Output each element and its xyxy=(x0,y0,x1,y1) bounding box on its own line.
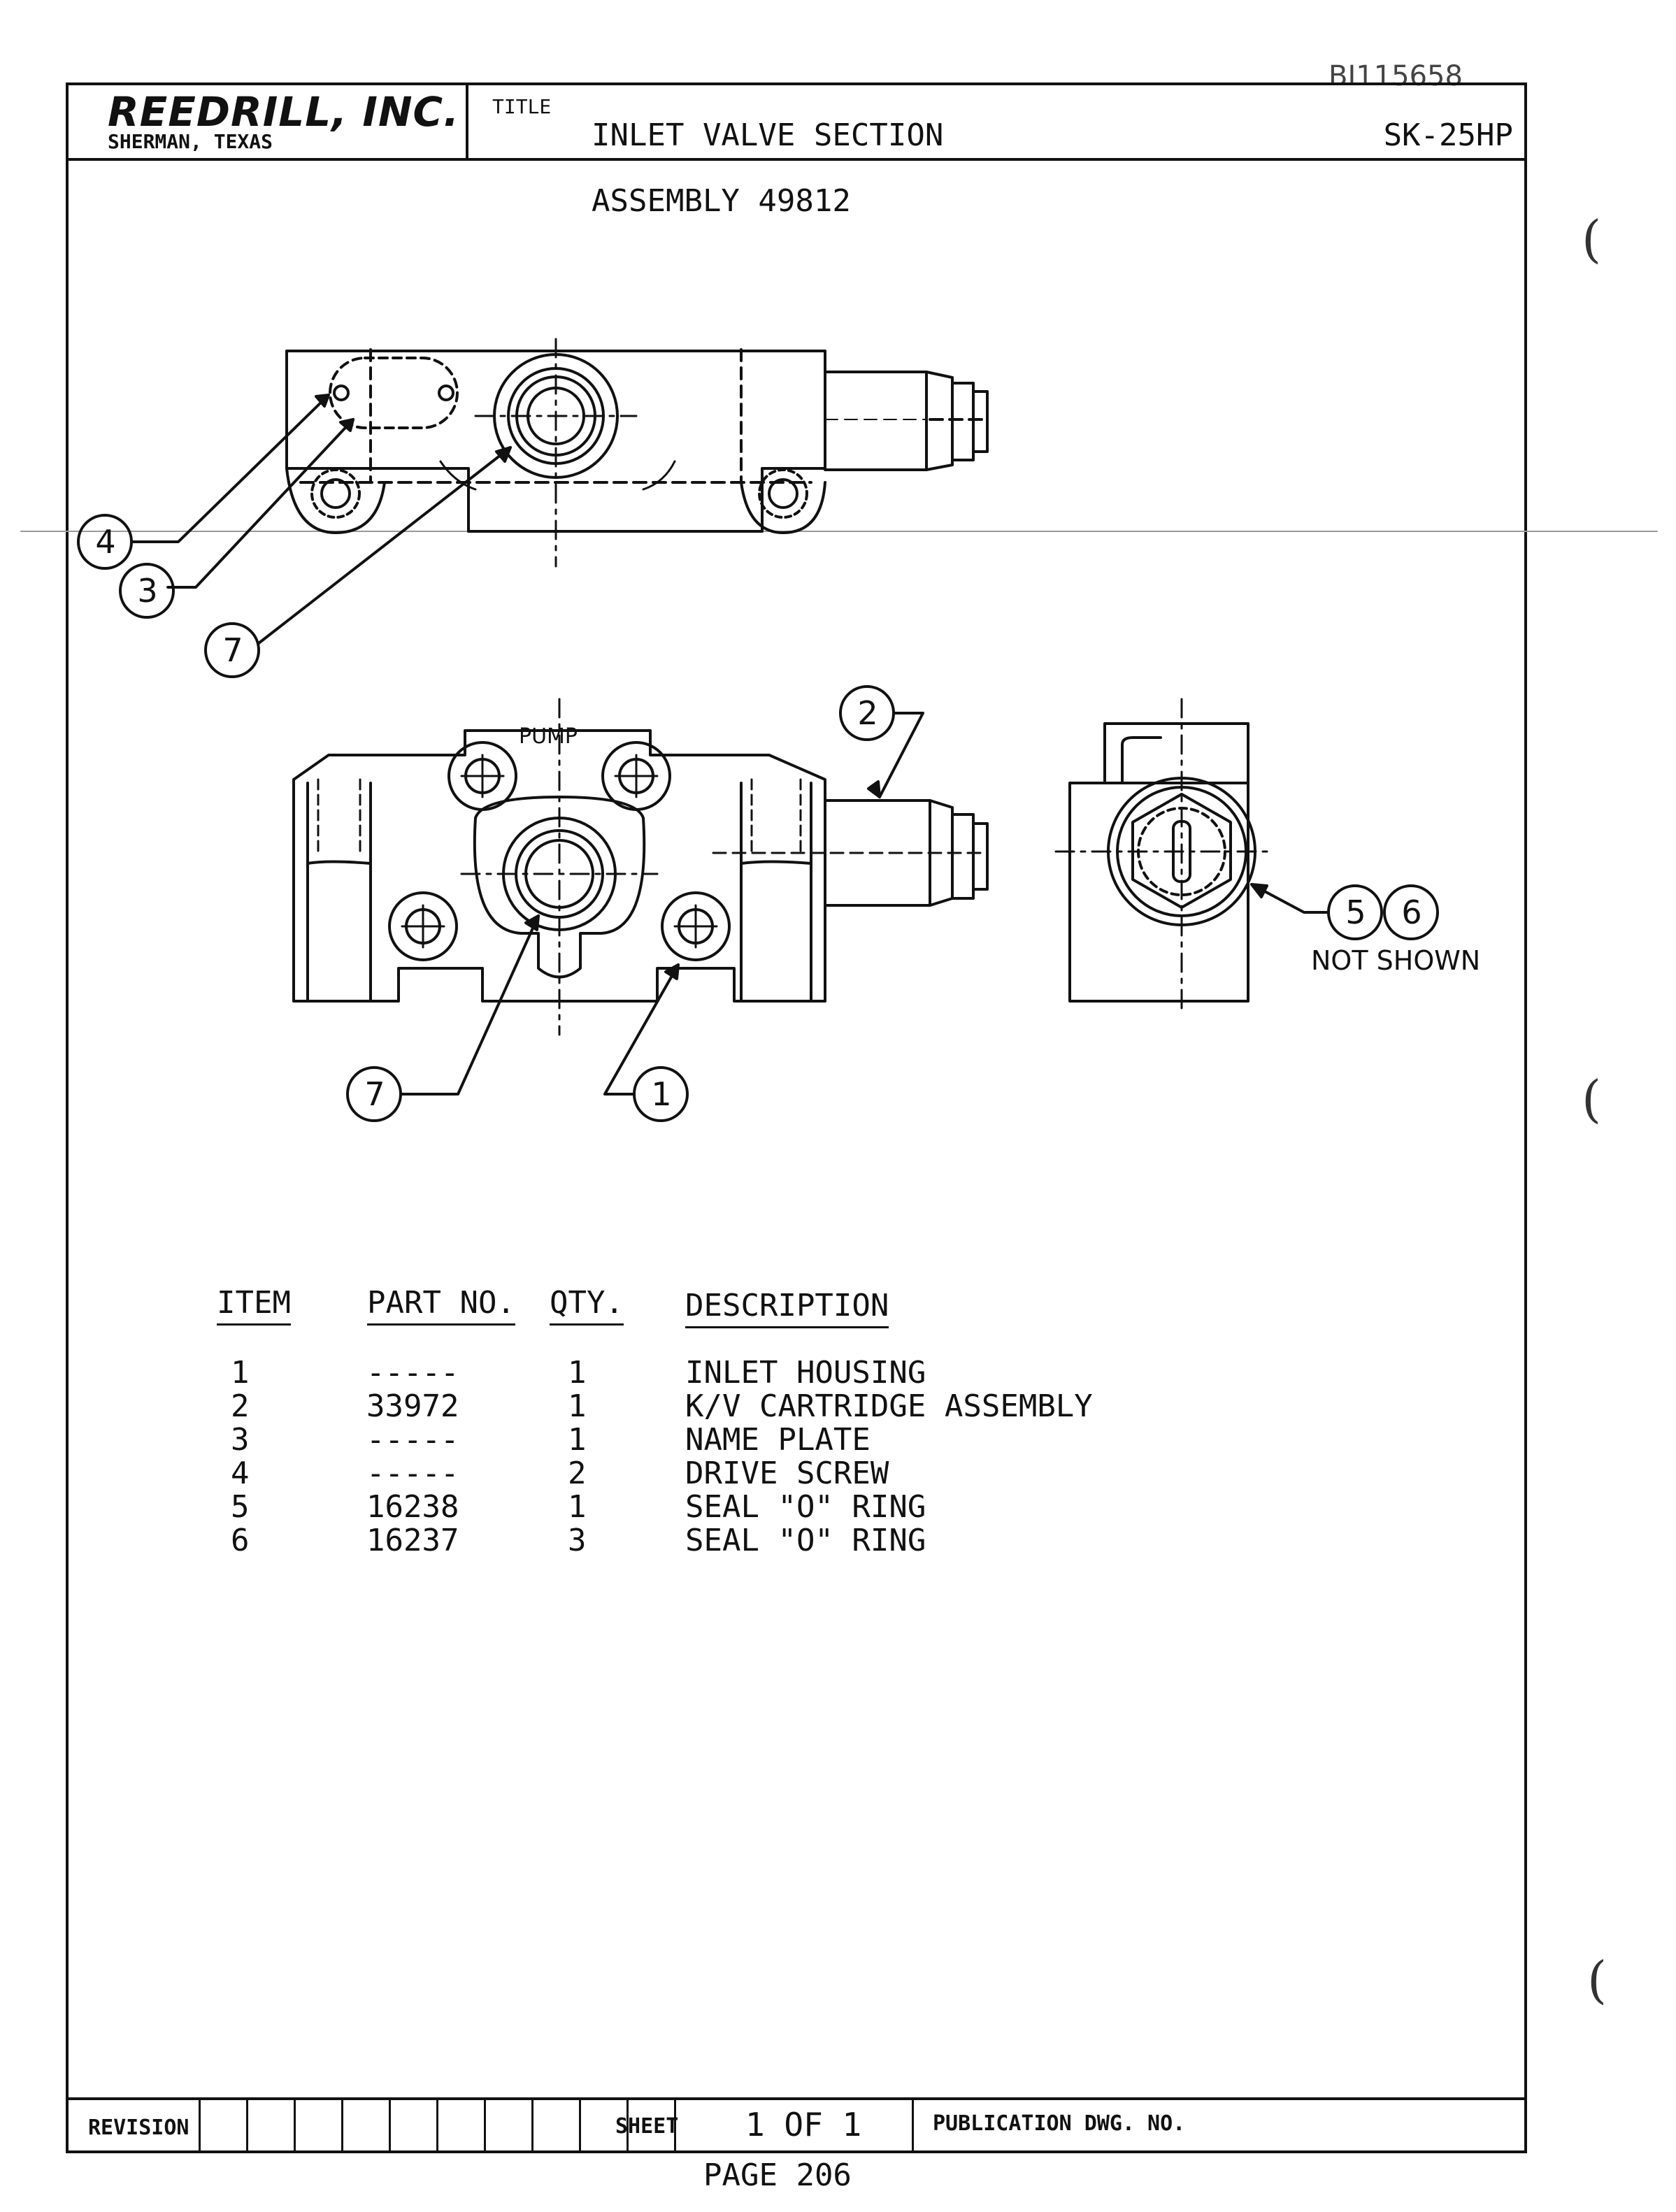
row-qty: 2 xyxy=(568,1456,587,1491)
assembly-number: ASSEMBLY 49812 xyxy=(592,183,851,219)
callout-6-side: 6 xyxy=(1401,893,1422,931)
sheet-value: 1 OF 1 xyxy=(745,2106,862,2143)
sheet-label: SHEET xyxy=(615,2114,679,2139)
document-id: BI115658 xyxy=(1328,60,1463,92)
header-qty: QTY. xyxy=(550,1285,624,1326)
row-item: 2 xyxy=(231,1388,250,1424)
callout-3-top: 3 xyxy=(137,572,158,610)
row-part-no: 16237 xyxy=(366,1523,459,1558)
row-item: 5 xyxy=(231,1489,250,1525)
revision-cell xyxy=(531,2100,533,2152)
revision-cell xyxy=(199,2100,201,2152)
front-view xyxy=(292,685,989,1122)
row-item: 3 xyxy=(231,1422,250,1458)
revision-cell xyxy=(294,2100,296,2152)
header-item: ITEM xyxy=(217,1285,291,1326)
row-description: K/V CARTRIDGE ASSEMBLY xyxy=(685,1388,1093,1424)
row-qty: 1 xyxy=(568,1355,587,1391)
punch-mark-bottom: ( xyxy=(1587,1951,1607,2009)
revision-label: REVISION xyxy=(88,2116,189,2140)
model-number: SK-25HP xyxy=(1383,117,1513,153)
punch-mark-top: ( xyxy=(1582,210,1602,268)
side-view xyxy=(1054,698,1439,1015)
drawing-title: INLET VALVE SECTION xyxy=(592,117,944,153)
sheet-divider xyxy=(912,2100,914,2152)
row-description: SEAL "O" RING xyxy=(685,1523,926,1558)
revision-cell xyxy=(436,2100,438,2152)
row-qty: 1 xyxy=(568,1489,587,1525)
header-part-no: PART NO. xyxy=(367,1285,515,1326)
revision-cell xyxy=(674,2100,676,2152)
title-label: TITLE xyxy=(492,95,552,118)
header-description: DESCRIPTION xyxy=(685,1288,889,1328)
row-qty: 3 xyxy=(568,1523,587,1558)
row-part-no: 33972 xyxy=(366,1388,459,1424)
row-part-no: ----- xyxy=(366,1456,459,1491)
row-part-no: 16238 xyxy=(366,1489,459,1525)
row-part-no: ----- xyxy=(366,1355,459,1391)
revision-cell xyxy=(389,2100,391,2152)
callout-7-front: 7 xyxy=(364,1075,385,1113)
row-item: 1 xyxy=(231,1355,250,1391)
punch-mark-middle: ( xyxy=(1582,1070,1602,1128)
row-description: DRIVE SCREW xyxy=(685,1456,889,1491)
callout-5-side: 5 xyxy=(1345,893,1366,931)
row-item: 4 xyxy=(231,1456,250,1491)
title-divider xyxy=(466,82,468,161)
revision-cell xyxy=(579,2100,581,2152)
page-number: PAGE 206 xyxy=(703,2157,852,2193)
row-item: 6 xyxy=(231,1523,250,1558)
callout-1-front: 1 xyxy=(651,1075,672,1113)
footer-block: REVISION SHEET 1 OF 1 PUBLICATION DWG. N… xyxy=(66,2097,1527,2153)
row-part-no: ----- xyxy=(366,1422,459,1458)
company-location: SHERMAN, TEXAS xyxy=(108,130,273,153)
revision-cell xyxy=(484,2100,486,2152)
publication-label: PUBLICATION DWG. NO. xyxy=(933,2111,1186,2136)
row-qty: 1 xyxy=(568,1422,587,1458)
row-qty: 1 xyxy=(568,1388,587,1424)
row-description: NAME PLATE xyxy=(685,1422,871,1458)
not-shown-label: NOT SHOWN xyxy=(1311,945,1481,976)
callout-2-front: 2 xyxy=(857,694,878,732)
row-description: INLET HOUSING xyxy=(685,1355,926,1391)
callout-4-top: 4 xyxy=(95,523,116,561)
revision-cell xyxy=(246,2100,248,2152)
revision-cell xyxy=(626,2100,629,2152)
title-block: REEDRILL, INC. SHERMAN, TEXAS TITLE INLE… xyxy=(66,82,1527,161)
company-name: REEDRILL, INC. xyxy=(108,88,460,136)
pump-label: PUMP xyxy=(519,724,578,749)
row-description: SEAL "O" RING xyxy=(685,1489,926,1525)
callout-7-top: 7 xyxy=(222,631,243,669)
top-view xyxy=(77,338,989,678)
drawing-border xyxy=(66,82,1527,2153)
revision-cell xyxy=(341,2100,343,2152)
